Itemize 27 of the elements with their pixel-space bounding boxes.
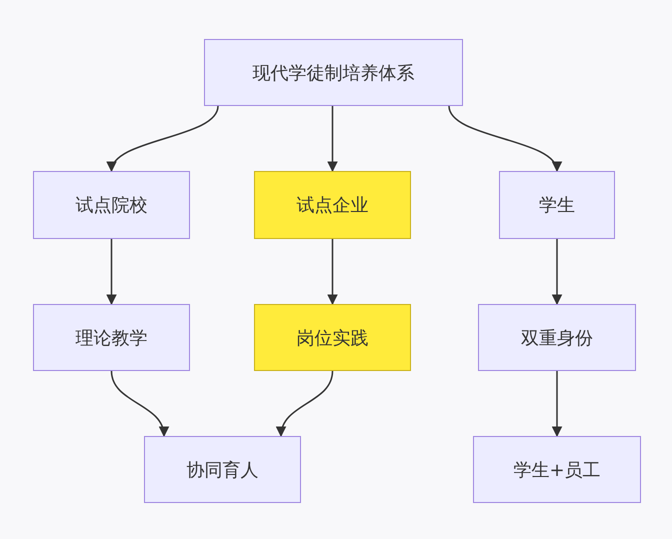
process-box	[254, 304, 411, 371]
process-box	[473, 436, 641, 503]
process-box	[33, 171, 190, 239]
node-label: 现代学徒制培养体系	[252, 62, 414, 84]
arrow	[552, 371, 562, 438]
arrow	[277, 370, 334, 438]
arrow	[327, 106, 338, 172]
arrow	[110, 370, 168, 438]
node-label: 学生+员工	[513, 458, 601, 482]
process-box	[204, 39, 463, 106]
arrow	[109, 106, 219, 172]
node-label: 试点企业	[296, 194, 368, 217]
arrow	[327, 239, 338, 306]
node-label: 协同育人	[186, 458, 258, 482]
process-box	[478, 304, 636, 371]
process-box	[499, 171, 615, 239]
arrow	[448, 106, 560, 172]
node-label: 双重身份	[521, 326, 593, 350]
node-label: 理论教学	[76, 326, 148, 350]
process-box	[254, 171, 411, 239]
arrow	[106, 239, 117, 306]
process-box	[33, 304, 190, 371]
arrow	[552, 239, 562, 306]
node-label: 学生	[539, 194, 575, 217]
node-label: 试点院校	[76, 194, 148, 217]
node-label: 岗位实践	[296, 326, 368, 350]
process-box	[144, 436, 301, 503]
